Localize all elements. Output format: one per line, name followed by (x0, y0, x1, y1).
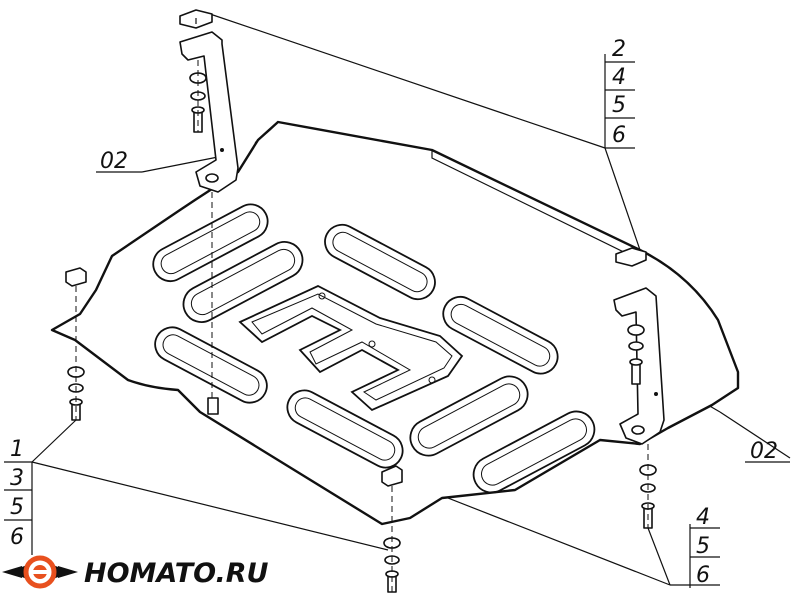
callout-number: 5 (612, 93, 626, 118)
callout-left-bracket: 02 (100, 149, 128, 174)
callout-number: 4 (612, 65, 626, 90)
callout-number: 02 (750, 439, 778, 464)
callout-top-right: 2 4 5 6 (604, 37, 635, 149)
callout-number: 6 (696, 563, 710, 588)
callout-number: 2 (612, 37, 626, 62)
callout-number: 1 (10, 437, 24, 462)
callout-number: 3 (10, 466, 24, 491)
plate-slot-cutouts (152, 203, 596, 494)
left-mounting-bracket (179, 9, 239, 412)
brand-logo: HOMATO.RU (2, 555, 269, 589)
skid-plate (50, 120, 740, 526)
callout-number: 4 (696, 505, 710, 530)
brand-name: HOMATO.RU (84, 558, 269, 589)
callout-number: 5 (10, 495, 24, 520)
fasteners (65, 60, 657, 593)
callout-number: 6 (10, 525, 24, 550)
callout-right-bracket: 02 (745, 439, 790, 464)
callout-number: 6 (612, 123, 626, 148)
callout-number: 5 (696, 534, 710, 559)
callout-bottom-right: 4 5 6 (689, 505, 720, 588)
homato-logo-icon (2, 555, 78, 589)
callout-bottom-left: 1 3 5 6 (4, 437, 33, 555)
